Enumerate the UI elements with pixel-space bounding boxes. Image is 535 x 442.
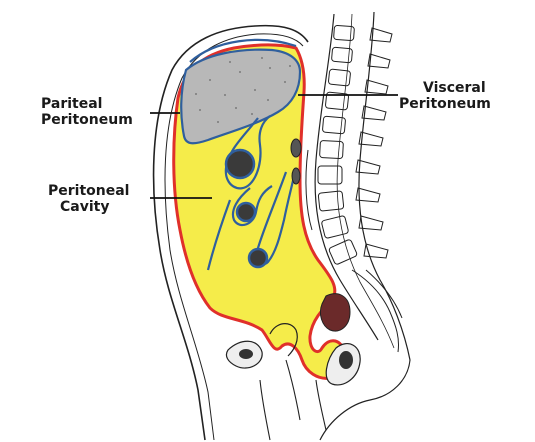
liver-texture <box>195 57 291 123</box>
coccyx <box>339 351 353 369</box>
small-intestine-organ <box>247 247 269 269</box>
buttock-outline <box>319 359 411 441</box>
parietal-label-line1: Pariteal <box>41 96 103 112</box>
perineum-outline <box>259 359 327 441</box>
mesentery-left-arm <box>206 199 232 271</box>
visceral-label-line2: Peritoneum <box>399 96 491 112</box>
spine-back <box>358 11 411 361</box>
visceral-peritoneum-label: Visceral Peritoneum <box>399 80 491 112</box>
spinous-processes <box>355 27 393 259</box>
parietal-label-line2: Peritoneum <box>41 112 133 128</box>
visceral-label-line1: Visceral <box>423 80 486 96</box>
vertebrae <box>317 25 358 265</box>
peritoneal-cavity-label: Peritoneal Cavity <box>48 183 129 215</box>
cavity-label-line2: Cavity <box>60 199 110 215</box>
rectum <box>319 293 351 332</box>
aorta <box>305 149 313 231</box>
mesentery-fold-lower <box>255 171 296 266</box>
stomach-organ <box>224 148 256 180</box>
mesentery-fold-middle <box>231 185 273 227</box>
spinal-canal <box>336 13 395 349</box>
abdominal-wall-inner <box>164 33 304 441</box>
cavity-label-line1: Peritoneal <box>48 183 130 199</box>
pubic-bone <box>239 349 253 359</box>
transverse-colon-organ <box>235 201 257 223</box>
body-outline <box>152 24 309 441</box>
spine-front <box>314 13 379 341</box>
retroperitoneal-organ <box>290 138 302 158</box>
liver <box>180 48 302 145</box>
retroperitoneal-organ-2 <box>291 167 301 185</box>
diaphragm <box>189 38 297 63</box>
sacrum <box>351 269 403 353</box>
bladder <box>269 323 298 357</box>
parietal-peritoneum-label: Pariteal Peritoneum <box>41 96 133 128</box>
